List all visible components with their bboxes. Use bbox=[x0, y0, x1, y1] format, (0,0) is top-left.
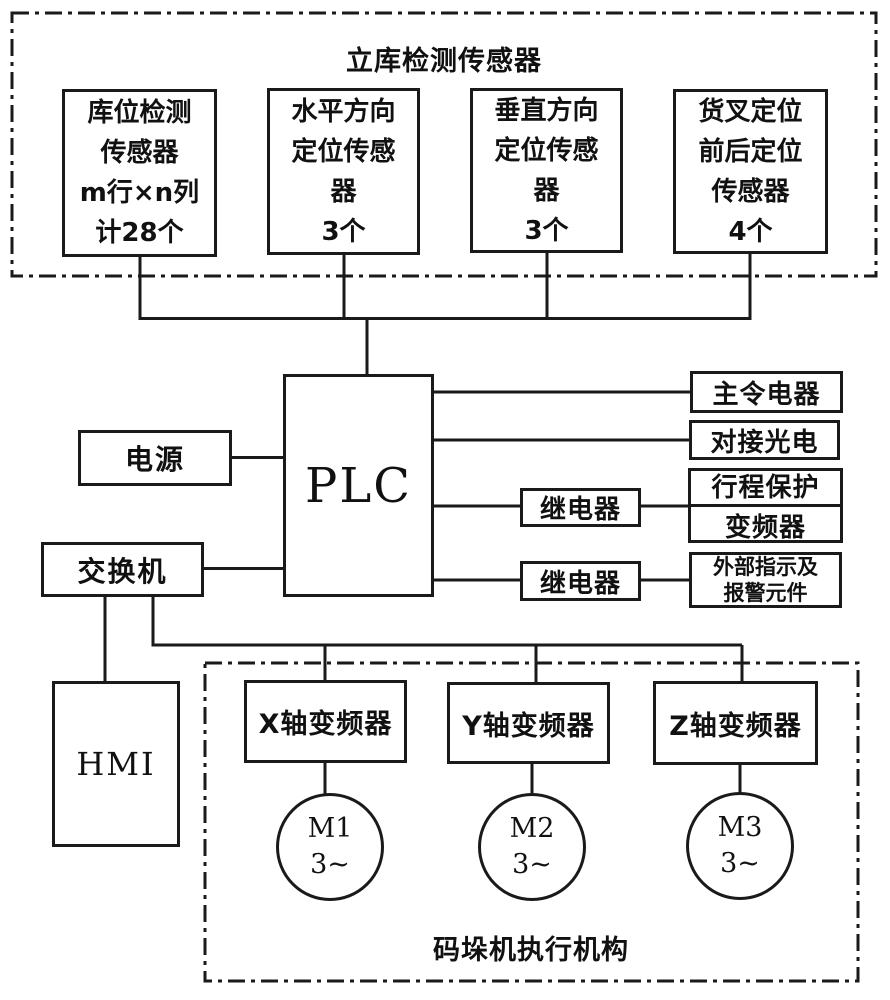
sensor-box-line: 定位传感 bbox=[291, 136, 396, 167]
motor-name: M3 bbox=[717, 812, 763, 843]
sensor-box-line: m行×n列 bbox=[79, 178, 200, 208]
motor-m1-circle: M1 3~ bbox=[276, 793, 384, 901]
motor-name: M2 bbox=[509, 813, 555, 844]
external-indicator-alarm-box: 外部指示及 报警元件 bbox=[689, 552, 842, 608]
sensor-box-line: 3个 bbox=[524, 215, 569, 246]
network-switch-box: 交换机 bbox=[41, 542, 204, 597]
sensor-box-line: 库位检测 bbox=[87, 98, 192, 128]
sensor-box-line: 器 bbox=[330, 176, 357, 207]
sensor-box-line: 器 bbox=[533, 175, 560, 206]
motor-name: M1 bbox=[307, 813, 353, 844]
warehouse-sensors-group-border bbox=[10, 11, 878, 278]
stacker-actuator-group-border bbox=[203, 661, 860, 983]
y-axis-inverter-box: Y轴变频器 bbox=[447, 682, 610, 764]
power-supply-box: 电源 bbox=[78, 430, 232, 486]
docking-photoelectric-box: 对接光电 bbox=[689, 420, 840, 460]
motor-phase: 3~ bbox=[512, 849, 552, 880]
alarm-element-line: 报警元件 bbox=[723, 581, 808, 605]
plc-box: PLC bbox=[283, 374, 434, 597]
sensor-box-line: 定位传感 bbox=[494, 135, 599, 166]
sensor-box-vertical-positioning: 垂直方向 定位传感 器 3个 bbox=[470, 88, 623, 253]
sensor-box-storage-position: 库位检测 传感器 m行×n列 计28个 bbox=[62, 89, 217, 257]
motor-phase: 3~ bbox=[720, 848, 760, 879]
motor-m2-circle: M2 3~ bbox=[478, 793, 586, 901]
sensor-box-horizontal-positioning: 水平方向 定位传感 器 3个 bbox=[267, 88, 420, 255]
sensor-box-line: 水平方向 bbox=[291, 96, 396, 127]
sensor-box-line: 3个 bbox=[321, 216, 366, 247]
stacker-actuator-group-title: 码垛机执行机构 bbox=[433, 935, 629, 966]
warehouse-sensors-group-title: 立库检测传感器 bbox=[346, 46, 542, 77]
motor-m3-circle: M3 3~ bbox=[686, 792, 794, 900]
inverter-label: 变频器 bbox=[691, 504, 840, 544]
travel-protection-label: 行程保护 bbox=[711, 473, 820, 503]
master-control-box: 主令电器 bbox=[690, 371, 843, 413]
x-axis-inverter-box: X轴变频器 bbox=[244, 680, 407, 763]
sensor-box-fork-positioning: 货叉定位 前后定位 传感器 4个 bbox=[673, 89, 828, 254]
motor-phase: 3~ bbox=[310, 849, 350, 880]
sensor-box-line: 传感器 bbox=[100, 138, 179, 168]
sensor-box-line: 4个 bbox=[728, 216, 773, 247]
travel-protection-inverter-box: 行程保护 变频器 bbox=[688, 468, 843, 543]
sensor-box-line: 计28个 bbox=[95, 218, 184, 248]
sensor-box-line: 垂直方向 bbox=[494, 95, 599, 126]
relay1-box: 继电器 bbox=[520, 488, 641, 527]
sensor-box-line: 前后定位 bbox=[698, 136, 803, 167]
sensor-box-line: 货叉定位 bbox=[698, 96, 803, 127]
relay2-box: 继电器 bbox=[520, 561, 641, 601]
hmi-box: HMI bbox=[52, 681, 180, 847]
z-axis-inverter-box: Z轴变频器 bbox=[653, 681, 818, 765]
sensor-box-line: 传感器 bbox=[711, 176, 790, 207]
external-indicator-line: 外部指示及 bbox=[713, 555, 818, 579]
